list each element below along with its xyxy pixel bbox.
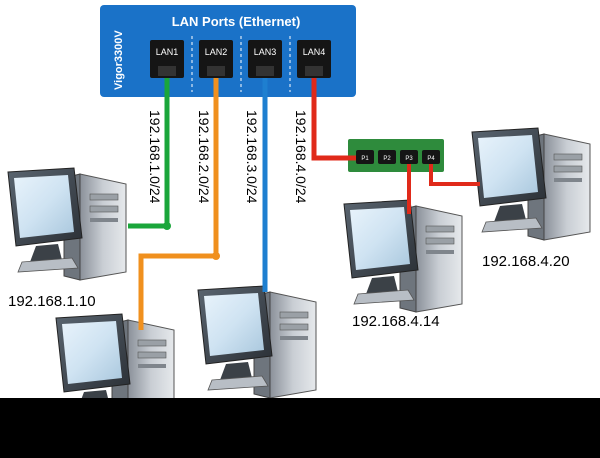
router-model-label: Vigor3300V xyxy=(113,30,125,90)
subnet-label-lan4: 192.168.4.0/24 xyxy=(293,110,309,204)
router-title: LAN Ports (Ethernet) xyxy=(172,14,301,29)
switch-port-p1: P1 xyxy=(356,150,374,164)
computer-icon xyxy=(343,199,463,313)
computer-icon xyxy=(7,167,127,281)
switch-to-pc-cable xyxy=(429,164,480,186)
switch-port-p4: P4 xyxy=(422,150,440,164)
host-ip-label: 192.168.4.14 xyxy=(352,313,440,330)
lan1-port-label: LAN1 xyxy=(156,47,179,57)
switch-port-p2-label: P2 xyxy=(383,156,391,162)
lan4-cable xyxy=(311,78,356,161)
switch-port-p1-label: P1 xyxy=(361,156,369,162)
computer-icon xyxy=(197,285,317,399)
subnet-label-lan3: 192.168.3.0/24 xyxy=(244,110,260,204)
bottom-black-bar xyxy=(0,398,600,458)
switch-port-p3-label: P3 xyxy=(405,156,413,162)
cable-joint xyxy=(212,252,220,260)
host-ip-label: 192.168.1.10 xyxy=(8,293,96,310)
lan3-port-label: LAN3 xyxy=(254,47,277,57)
lan2-cable xyxy=(138,78,219,330)
computer-icon xyxy=(471,127,591,241)
subnet-label-lan1: 192.168.1.0/24 xyxy=(147,110,163,204)
subnet-label-lan2: 192.168.2.0/24 xyxy=(196,110,212,204)
lan1-port: LAN1 xyxy=(150,40,184,78)
lan2-port: LAN2 xyxy=(199,40,233,78)
switch-port-p3: P3 xyxy=(400,150,418,164)
switch-port-p4-label: P4 xyxy=(427,156,435,162)
lan3-port: LAN3 xyxy=(248,40,282,78)
lan2-port-label: LAN2 xyxy=(205,47,228,57)
cable-joint xyxy=(163,222,171,230)
switch-port-p2: P2 xyxy=(378,150,396,164)
host-ip-label: 192.168.4.20 xyxy=(482,253,570,270)
lan4-port: LAN4 xyxy=(297,40,331,78)
lan4-port-label: LAN4 xyxy=(303,47,326,57)
